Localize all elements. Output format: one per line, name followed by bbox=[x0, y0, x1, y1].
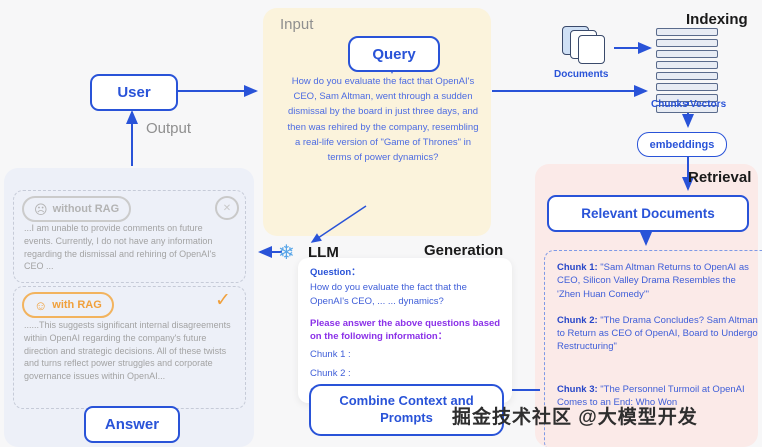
documents-icon bbox=[562, 26, 610, 66]
chunk-2-text: "The Drama Concludes? Sam Altman to Retu… bbox=[557, 314, 758, 353]
chunk-1-label: Chunk 1: bbox=[557, 262, 598, 273]
prompt-chunk-ref: Chunk 2 : bbox=[310, 367, 351, 379]
cross-circle-icon: ✕ bbox=[215, 196, 239, 220]
documents-label: Documents bbox=[554, 69, 609, 80]
retrieval-label: Retrieval bbox=[688, 169, 752, 186]
vector-bar-icon bbox=[656, 50, 718, 58]
chunk-item: Chunk 2: "The Drama Concludes? Sam Altma… bbox=[557, 314, 761, 354]
cross-glyph-icon: ✕ bbox=[222, 202, 232, 214]
vector-bar-icon bbox=[656, 61, 718, 69]
query-node: Query bbox=[348, 36, 440, 72]
check-glyph-icon: ✓ bbox=[215, 290, 231, 311]
prompt-question-label: Question： bbox=[310, 267, 361, 278]
without-rag-box bbox=[13, 190, 246, 283]
vectors-label: Vectors bbox=[690, 99, 727, 110]
chunk-2-label: Chunk 2: bbox=[557, 314, 598, 326]
sad-face-icon: ☹ bbox=[34, 201, 48, 217]
llm-label: LLM bbox=[308, 244, 339, 261]
generation-prompt-content: Question： How do you evaluate the fact t… bbox=[310, 266, 502, 398]
without-rag-pill: ☹ without RAG bbox=[22, 196, 132, 222]
generation-prompt-panel bbox=[298, 258, 512, 403]
prompt-chunk-ref: Chunk 1 : bbox=[310, 349, 351, 361]
query-text: How do you evaluate the fact that OpenAI… bbox=[287, 76, 479, 163]
input-label: Input bbox=[280, 16, 314, 33]
happy-face-icon: ☺ bbox=[34, 297, 48, 313]
combine-context-prompts-node: Combine Context and Prompts bbox=[309, 384, 504, 436]
watermark-text: 掘金技术社区 @大模型开发 bbox=[452, 407, 698, 428]
vector-bar-icon bbox=[656, 83, 718, 91]
check-icon: ✓ bbox=[215, 289, 231, 312]
user-node: User bbox=[90, 74, 178, 111]
generation-label: Generation bbox=[424, 242, 504, 259]
answer-node: Answer bbox=[84, 406, 180, 443]
with-rag-label: with RAG bbox=[52, 299, 102, 311]
vector-bar-icon bbox=[656, 39, 718, 47]
embeddings-node: embeddings bbox=[637, 132, 727, 157]
vector-bar-icon bbox=[656, 72, 718, 80]
chunk-3-text: "The Personnel Turmoil at OpenAI Comes t… bbox=[557, 383, 745, 409]
chunk-item: Chunk 3: "The Personnel Turmoil at OpenA… bbox=[557, 383, 761, 410]
with-rag-pill: ☺ with RAG bbox=[22, 292, 114, 318]
document-page-front-icon bbox=[578, 35, 605, 64]
vector-bar-icon bbox=[656, 28, 718, 36]
without-rag-text: ...I am unable to provide comments on fu… bbox=[24, 223, 216, 272]
output-label: Output bbox=[146, 120, 192, 137]
with-rag-text: ......This suggests significant internal… bbox=[24, 320, 231, 382]
chunk-3-label: Chunk 3: bbox=[557, 383, 598, 395]
relevant-documents-node: Relevant Documents bbox=[547, 195, 749, 232]
chunks-label: Chunks bbox=[651, 99, 688, 110]
chunk-item: Chunk 1: "Sam Altman Returns to OpenAI a… bbox=[557, 261, 761, 301]
indexing-label: Indexing bbox=[686, 11, 748, 28]
retrieved-chunks-box: Chunk 1: "Sam Altman Returns to OpenAI a… bbox=[544, 250, 762, 447]
chunk-1-text: "Sam Altman Returns to OpenAI as CEO, Si… bbox=[557, 262, 749, 300]
prompt-instruction-text: Please answer the above questions based … bbox=[310, 317, 501, 343]
snowflake-llm-icon: ❄ bbox=[278, 242, 295, 264]
without-rag-label: without RAG bbox=[52, 203, 120, 215]
prompt-question-text: How do you evaluate the fact that the Op… bbox=[310, 282, 467, 307]
